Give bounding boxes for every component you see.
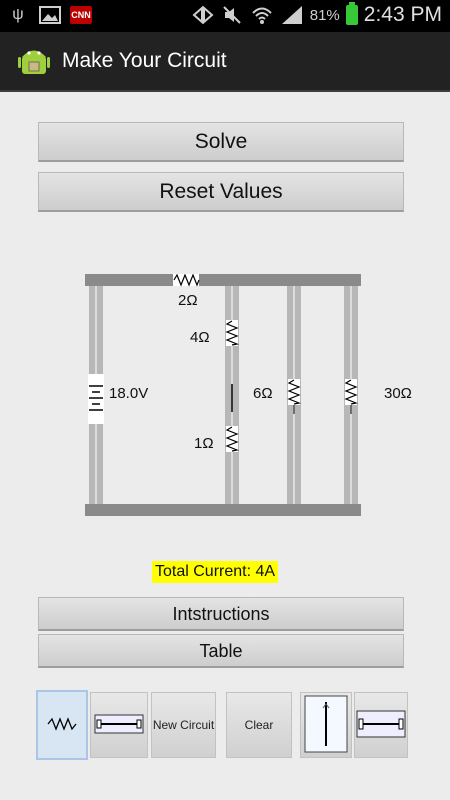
status-bar: ψ CNN 81% 2:43 PM — [0, 0, 450, 32]
resistor-branch1-lower-symbol[interactable] — [225, 426, 240, 452]
android-app-icon[interactable] — [18, 44, 50, 78]
status-clock: 2:43 PM — [363, 3, 442, 26]
vertical-wire-icon — [303, 694, 349, 757]
resistor-icon — [47, 716, 77, 734]
source-voltage-label: 18.0V — [109, 385, 149, 402]
mute-icon — [220, 4, 244, 26]
horizontal-wire-tool-button[interactable] — [90, 692, 148, 758]
resistor-branch3-symbol[interactable] — [344, 379, 359, 414]
resistor-tool-button[interactable] — [36, 690, 88, 760]
app-title: Make Your Circuit — [62, 49, 227, 72]
solve-button[interactable]: Solve — [38, 122, 404, 162]
circuit-canvas — [85, 273, 361, 516]
long-wire-icon — [356, 707, 406, 744]
resistor-branch2-symbol[interactable] — [287, 379, 302, 414]
battery-percentage: 81% — [309, 6, 340, 24]
battery-symbol[interactable] — [88, 374, 104, 424]
cnn-icon: CNN — [70, 6, 92, 24]
resistor-branch1-upper-symbol[interactable] — [225, 320, 240, 346]
vertical-wire-tool-button[interactable] — [300, 692, 352, 758]
sync-icon — [190, 4, 214, 26]
reset-values-button[interactable]: Reset Values — [38, 172, 404, 212]
wifi-icon — [250, 4, 274, 26]
bottom-wire[interactable] — [85, 504, 361, 516]
resistor-branch1-lower-label: 1Ω — [194, 435, 214, 452]
new-circuit-button[interactable]: New Circuit — [151, 692, 216, 758]
horizontal-wire-icon — [93, 707, 145, 744]
instructions-button[interactable]: Intstructions — [38, 597, 404, 631]
circuit-diagram — [85, 273, 365, 525]
resistor-top-label: 2Ω — [178, 292, 198, 309]
usb-icon: ψ — [12, 6, 24, 23]
clear-button[interactable]: Clear — [226, 692, 292, 758]
total-current-label: Total Current: 4A — [152, 561, 279, 583]
resistor-top-symbol[interactable] — [173, 273, 200, 287]
top-wire[interactable] — [85, 274, 361, 286]
long-wire-tool-button[interactable] — [354, 692, 408, 758]
action-bar: Make Your Circuit — [0, 32, 450, 92]
table-button[interactable]: Table — [38, 634, 404, 668]
resistor-branch3-label: 30Ω — [384, 385, 412, 402]
resistor-branch2-label: 6Ω — [253, 385, 273, 402]
resistor-branch1-upper-label: 4Ω — [190, 329, 210, 346]
battery-icon — [345, 2, 358, 25]
signal-icon — [280, 4, 304, 26]
image-icon — [38, 4, 62, 26]
